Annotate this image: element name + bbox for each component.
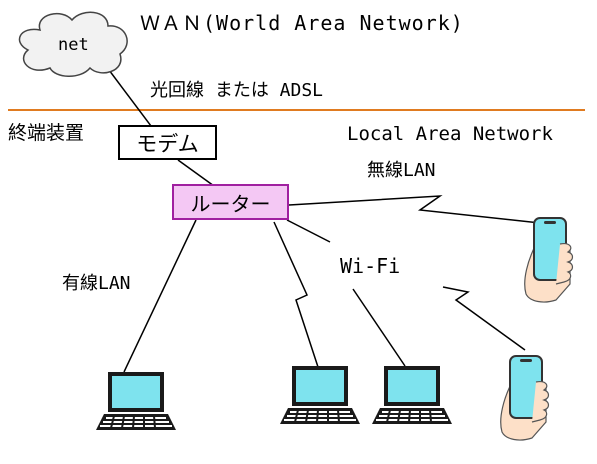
router-box: ルーター xyxy=(172,184,289,220)
laptop-icon-wifi-1 xyxy=(279,365,361,425)
modem-label: モデム xyxy=(136,131,199,156)
laptop-icon-wifi-2 xyxy=(371,365,453,425)
router-label: ルーター xyxy=(190,191,271,216)
modem-box: モデム xyxy=(118,125,217,160)
cloud-label: net xyxy=(58,35,89,55)
laptop-icon-wired xyxy=(95,371,177,431)
line-type-label: 光回線 または ADSL xyxy=(150,80,324,101)
smartphone-hand-icon-1 xyxy=(523,217,574,303)
wired-lan-label: 有線LAN xyxy=(62,273,131,294)
lan-title: Local Area Network xyxy=(347,123,553,145)
terminal-device-label: 終端装置 xyxy=(8,122,85,144)
wifi-label: Wi-Fi xyxy=(340,254,401,278)
smartphone-hand-icon-2 xyxy=(499,355,550,441)
wan-title: ＷＡＮ(World Area Network) xyxy=(140,11,464,35)
wireless-lan-label: 無線LAN xyxy=(367,160,436,181)
cloud-icon xyxy=(18,11,128,77)
